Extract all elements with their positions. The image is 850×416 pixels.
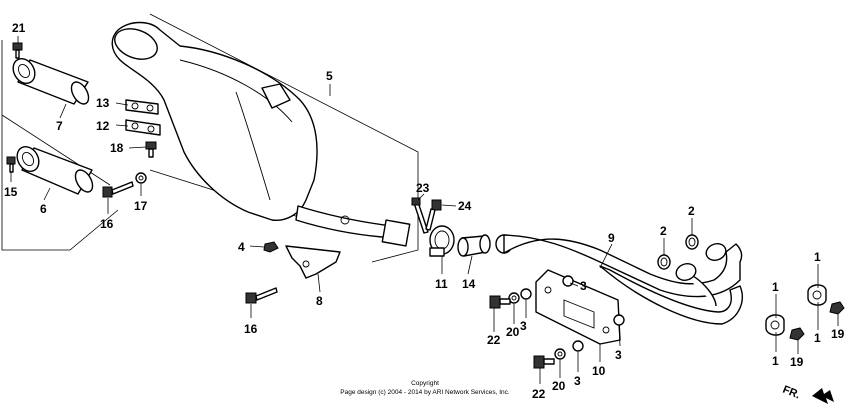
callout-9: 9 xyxy=(608,231,615,245)
callout-19b: 19 xyxy=(790,355,804,369)
gasket-14 xyxy=(457,234,491,257)
bolt-22a xyxy=(489,295,511,309)
clamp-11 xyxy=(429,225,455,257)
bolt-23 xyxy=(411,197,429,234)
gasket-12 xyxy=(125,119,161,136)
callout-20a: 20 xyxy=(506,325,520,339)
front-marker-label: FR. xyxy=(781,384,802,402)
callout-16b: 16 xyxy=(244,322,258,336)
exhaust-pipe-9 xyxy=(495,234,743,325)
callout-5: 5 xyxy=(326,69,333,83)
callout-3d: 3 xyxy=(574,374,581,388)
leader-lines xyxy=(10,36,839,384)
callout-1d: 1 xyxy=(772,354,779,368)
bolt-22b xyxy=(533,355,555,369)
callout-3b: 3 xyxy=(520,319,527,333)
protector-plate-10 xyxy=(535,269,621,345)
collar-3d xyxy=(572,340,584,352)
callout-22b: 22 xyxy=(532,387,546,401)
callout-8: 8 xyxy=(316,294,323,308)
group-box-left xyxy=(1,40,119,251)
callout-17: 17 xyxy=(134,199,148,213)
tail-pipe-7 xyxy=(12,57,90,105)
callout-23: 23 xyxy=(416,181,430,195)
callout-1a: 1 xyxy=(814,250,821,264)
callout-14: 14 xyxy=(462,277,476,291)
collar-3b xyxy=(520,288,532,300)
joint-collar-1a xyxy=(807,284,827,306)
footer-page-design: Page design (c) 2004 - 2014 by ARI Netwo… xyxy=(340,389,510,396)
callout-2a: 2 xyxy=(660,224,667,238)
callout-15: 15 xyxy=(4,185,18,199)
callout-21: 21 xyxy=(12,21,26,35)
bolt-15 xyxy=(6,156,16,173)
callout-7: 7 xyxy=(56,119,63,133)
callout-6: 6 xyxy=(40,202,47,216)
muffler-5 xyxy=(111,21,411,247)
callout-3c: 3 xyxy=(615,348,622,362)
bolt-16-lower xyxy=(245,287,278,304)
callout-24: 24 xyxy=(458,199,472,213)
callout-18: 18 xyxy=(110,141,124,155)
bolt-21 xyxy=(12,42,23,59)
bolt-24 xyxy=(425,199,442,231)
collar-3a xyxy=(562,275,574,287)
callout-11: 11 xyxy=(435,277,448,291)
callout-16a: 16 xyxy=(100,217,114,231)
callout-labels: 21 7 13 12 18 15 6 17 16 5 4 8 16 23 24 … xyxy=(4,21,845,401)
gasket-2b xyxy=(685,234,699,250)
callout-20b: 20 xyxy=(552,379,566,393)
callout-1b: 1 xyxy=(772,280,779,294)
callout-3a: 3 xyxy=(580,279,587,293)
nut-19a xyxy=(829,301,845,315)
tail-pipe-6 xyxy=(16,145,94,195)
gasket-2a xyxy=(657,254,671,270)
callout-1c: 1 xyxy=(814,331,821,345)
callout-13: 13 xyxy=(96,96,110,110)
collar-3c xyxy=(613,314,625,326)
washer-20b xyxy=(554,348,566,360)
bolt-18 xyxy=(145,141,157,158)
washer-20a xyxy=(508,292,520,304)
callout-19a: 19 xyxy=(831,327,845,341)
bolt-16-upper xyxy=(102,181,134,198)
callout-22a: 22 xyxy=(487,333,501,347)
bracket-8 xyxy=(285,245,341,279)
callout-10: 10 xyxy=(592,364,606,378)
callout-12: 12 xyxy=(96,119,110,133)
nut-19b xyxy=(789,327,805,341)
front-arrow-icon xyxy=(812,388,834,404)
footer-copyright: Copyright xyxy=(411,380,439,387)
nut-4 xyxy=(263,241,279,253)
callout-2b: 2 xyxy=(688,204,695,218)
gasket-13 xyxy=(125,99,159,115)
washer-17 xyxy=(135,172,147,184)
joint-collar-1b xyxy=(765,314,785,336)
callout-4: 4 xyxy=(238,240,245,254)
